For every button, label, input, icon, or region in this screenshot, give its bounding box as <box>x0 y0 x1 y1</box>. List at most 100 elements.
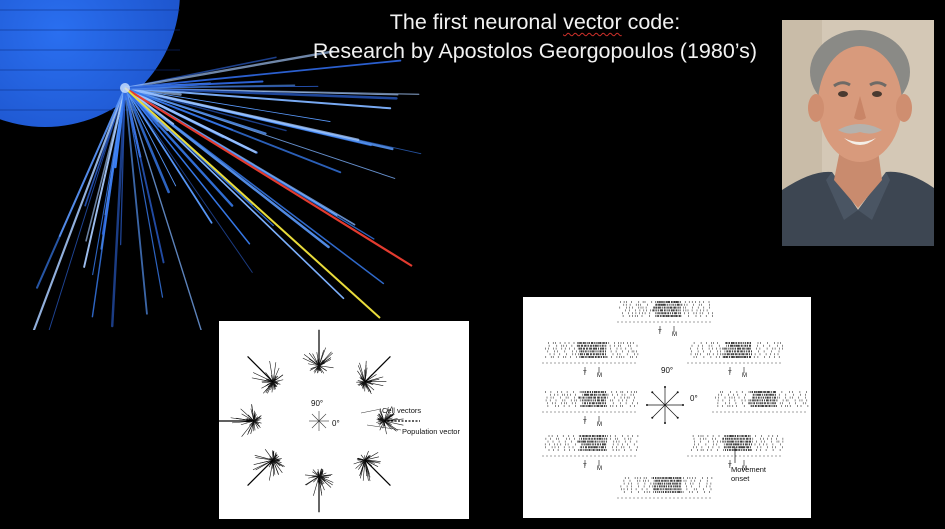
cell-vector <box>267 381 274 388</box>
cell-vector <box>377 417 385 422</box>
cell-vector <box>353 459 366 465</box>
cell-vector <box>312 471 320 477</box>
cell-vector <box>383 420 392 430</box>
cell-vectors-pointer <box>360 408 382 414</box>
raster-block <box>542 435 639 466</box>
population-vector <box>364 459 391 486</box>
compass-arrow <box>652 392 666 406</box>
vector-ray <box>123 50 334 90</box>
cell-vector <box>255 459 274 471</box>
cell-vector <box>272 458 282 461</box>
cell-vector <box>272 381 275 386</box>
cell-vector <box>355 459 366 469</box>
cell-vector <box>383 420 399 431</box>
vector-ray <box>123 86 360 142</box>
vector-ray <box>123 86 330 249</box>
cell-vector <box>318 472 324 477</box>
cell-vector <box>364 376 384 383</box>
cell-vector <box>312 353 320 366</box>
cell-vector <box>263 379 274 383</box>
vector-ray <box>123 86 234 207</box>
cell-vector <box>253 412 256 422</box>
cell-vector <box>318 475 327 477</box>
cell-vector <box>254 455 274 461</box>
cell-vector <box>252 420 255 432</box>
compass-arrow <box>664 392 678 406</box>
center-axes <box>309 411 329 431</box>
cell-vector <box>360 454 366 461</box>
compass-arrowhead <box>682 404 684 406</box>
raster-block <box>542 342 639 373</box>
cell-vector <box>253 420 259 429</box>
compass-arrowhead <box>651 391 654 394</box>
cell-vector <box>308 475 320 479</box>
vector-ray <box>85 87 126 242</box>
vector-ray <box>124 59 402 89</box>
axis-spoke <box>311 420 320 429</box>
vector-ray <box>124 87 251 245</box>
cell-vector <box>268 460 274 481</box>
compass-arrowhead <box>676 391 679 394</box>
cell-vector <box>377 420 385 425</box>
compass-arrowhead <box>651 416 654 419</box>
cell-vector-cluster <box>302 329 334 374</box>
cell-vector-cluster <box>356 356 391 395</box>
cell-vector <box>308 352 320 366</box>
cell-vector <box>380 417 385 422</box>
population-vector <box>364 356 391 383</box>
raster-block <box>687 342 783 373</box>
cell-vector <box>318 475 334 483</box>
cell-vector <box>318 475 327 478</box>
cell-vector <box>318 365 328 372</box>
cell-vector <box>364 381 375 391</box>
cell-vector <box>364 456 380 461</box>
cell-vector <box>364 459 379 467</box>
cell-vector <box>318 365 334 369</box>
vector-ray <box>32 86 127 330</box>
raster-block <box>542 391 638 422</box>
axis-spoke <box>311 413 320 422</box>
cell-vector <box>240 420 255 426</box>
population-vector-diagram <box>219 329 420 513</box>
vector-ray <box>124 87 164 298</box>
cell-vector <box>316 365 320 370</box>
move-label: M <box>597 422 602 428</box>
cell-vector <box>240 408 255 422</box>
cell-vector <box>381 413 385 422</box>
cell-vector <box>359 381 366 385</box>
axis-spoke <box>318 420 327 429</box>
vector-ray <box>124 87 345 300</box>
cell-vector <box>272 374 284 383</box>
compass-arrowhead <box>646 404 648 406</box>
cell-vector <box>364 450 369 461</box>
raster-angle-0-label: 0° <box>690 394 698 403</box>
cell-vector <box>378 413 385 422</box>
trigger-label: T <box>583 464 587 470</box>
cell-vector <box>364 459 371 478</box>
compass-arrow <box>652 404 666 418</box>
raster-block <box>617 301 713 332</box>
move-label: M <box>742 373 747 379</box>
cell-vector <box>311 360 320 366</box>
cell-vector <box>383 420 385 427</box>
cell-vector <box>376 420 385 423</box>
cell-vector <box>383 406 393 422</box>
title-line-2: Research by Apostolos Georgopoulos (1980… <box>312 39 758 63</box>
vector-rays <box>32 50 422 330</box>
cell-vector <box>318 365 325 374</box>
cell-vector <box>272 455 280 461</box>
move-label: M <box>672 332 677 338</box>
misspelled-word: vector <box>563 10 622 34</box>
angle-90-label: 90° <box>311 399 324 408</box>
cell-vector <box>272 459 279 475</box>
compass-arrow <box>664 404 678 418</box>
cell-vector <box>383 407 389 422</box>
cell-vector <box>259 459 274 464</box>
cell-vector <box>272 379 284 383</box>
cell-vector <box>312 469 320 477</box>
yellow-vector <box>124 87 381 319</box>
cell-vector <box>241 420 255 437</box>
cell-vector <box>364 452 379 461</box>
cell-vector <box>253 420 262 424</box>
